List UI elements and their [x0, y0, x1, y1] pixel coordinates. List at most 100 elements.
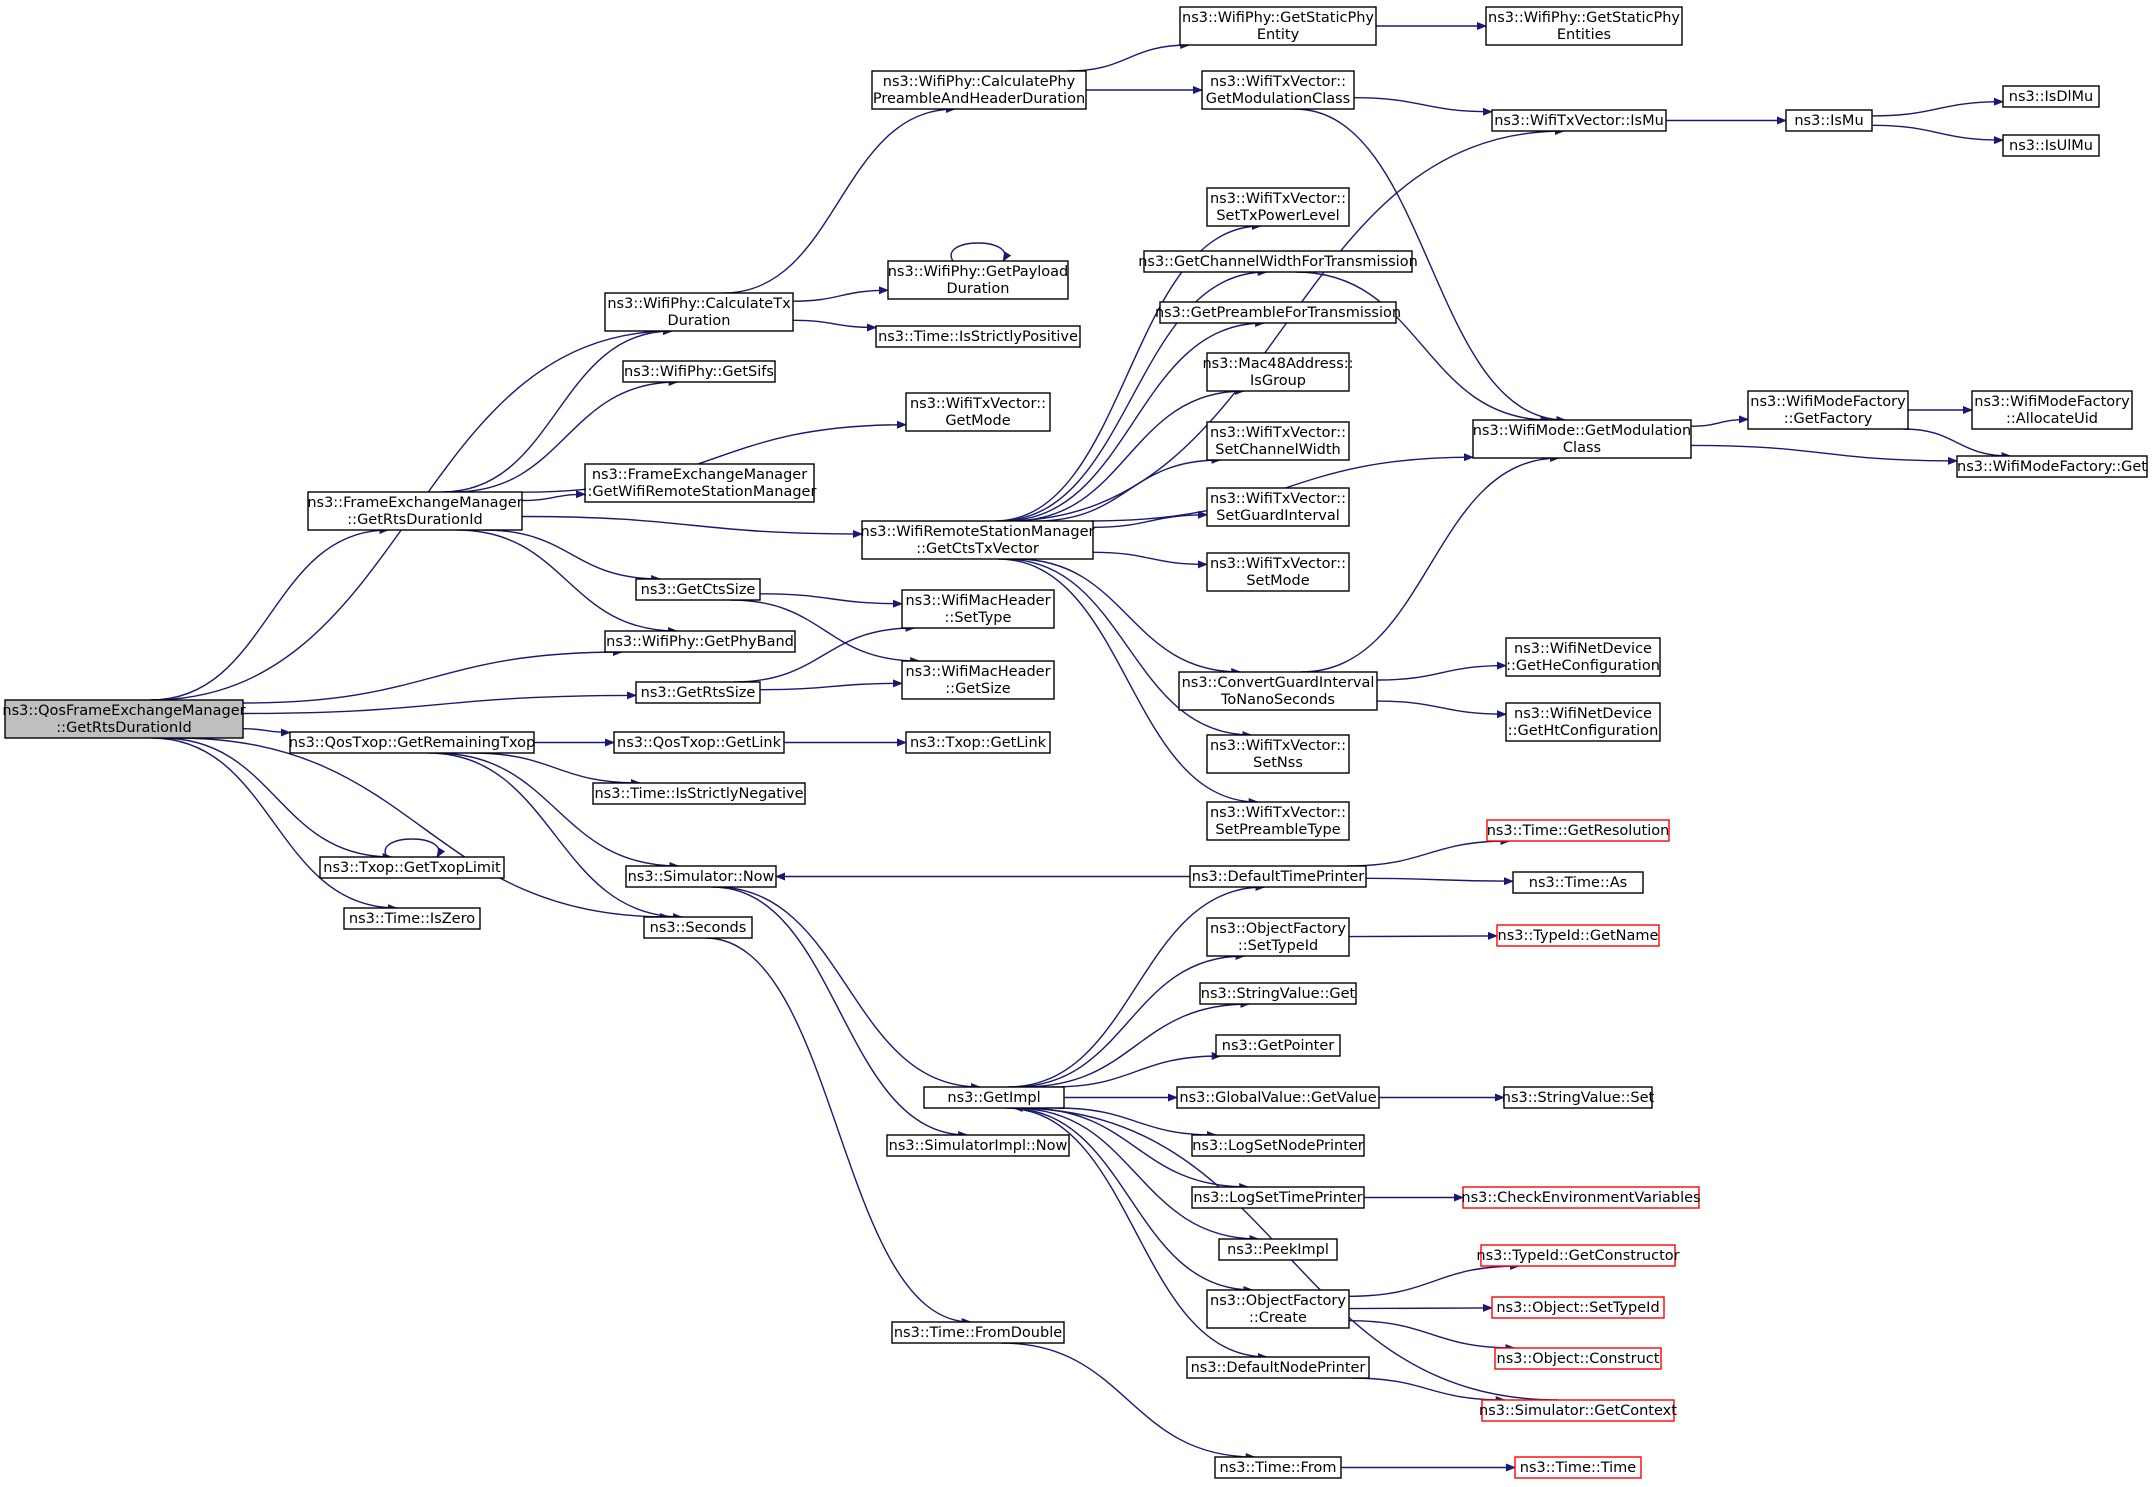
node-label: ns3::WifiMode::GetModulation — [1473, 423, 1692, 439]
node-label: ns3::IsMu — [1794, 113, 1863, 129]
node-ns3-getchannelwidthfortransmission[interactable]: ns3::GetChannelWidthForTransmission — [1138, 250, 1418, 273]
node-label: ns3::FrameExchangeManager — [307, 495, 522, 511]
node-ns3-object-construct[interactable]: ns3::Object::Construct — [1494, 1347, 1662, 1370]
node-box — [905, 731, 1051, 754]
node-ns3-qostxop-getremainingtxop[interactable]: ns3::QosTxop::GetRemainingTxop — [289, 731, 535, 754]
node-ns3-getpointer[interactable]: ns3::GetPointer — [1215, 1034, 1341, 1057]
node-ns3-wifitxvector-ismu[interactable]: ns3::WifiTxVector::IsMu — [1491, 109, 1667, 132]
node-ns3-time-isstrictlypositive[interactable]: ns3::Time::IsStrictlyPositive — [875, 325, 1081, 348]
node-ns3-seconds[interactable]: ns3::Seconds — [643, 916, 753, 939]
node-ns3-wifitxvector-setchannelwidth[interactable]: ns3::WifiTxVector::SetChannelWidth — [1206, 421, 1350, 461]
node-ns3-wifimacheader-getsize[interactable]: ns3::WifiMacHeader::GetSize — [901, 660, 1055, 700]
node-ns3-time-iszero[interactable]: ns3::Time::IsZero — [343, 907, 481, 930]
node-ns3-txop-getlink[interactable]: ns3::Txop::GetLink — [905, 731, 1051, 754]
node-ns3-wifinetdevice-getheconfiguration[interactable]: ns3::WifiNetDevice::GetHeConfiguration — [1505, 637, 1661, 677]
node-ns3-wifiphy-getphyband[interactable]: ns3::WifiPhy::GetPhyBand — [604, 630, 796, 653]
node-ns3-defaulttimeprinter[interactable]: ns3::DefaultTimePrinter — [1189, 865, 1367, 888]
node-ns3-wifimodefactory-get[interactable]: ns3::WifiModeFactory::Get — [1956, 455, 2148, 478]
node-ns3-wifinetdevice-gethtconfiguration[interactable]: ns3::WifiNetDevice::GetHtConfiguration — [1505, 702, 1661, 742]
node-label: ::Create — [1249, 1310, 1307, 1326]
node-ns3-mac48address-isgroup[interactable]: ns3::Mac48Address::IsGroup — [1202, 352, 1354, 392]
node-ns3-time-time[interactable]: ns3::Time::Time — [1514, 1456, 1642, 1479]
node-ns3-getctssize[interactable]: ns3::GetCtsSize — [635, 578, 761, 601]
node-label: ns3::WifiMacHeader — [905, 593, 1050, 609]
node-box — [1485, 6, 1683, 46]
node-box — [307, 491, 523, 531]
node-ns3-time-getresolution[interactable]: ns3::Time::GetResolution — [1486, 819, 1670, 842]
node-label: ns3::Simulator::Now — [628, 869, 775, 885]
node-box — [1179, 6, 1377, 46]
node-ns3-checkenvironmentvariables[interactable]: ns3::CheckEnvironmentVariables — [1461, 1186, 1701, 1209]
node-ns3-objectfactory-settypeid[interactable]: ns3::ObjectFactory::SetTypeId — [1206, 917, 1350, 957]
node-ns3-ismu[interactable]: ns3::IsMu — [1785, 109, 1873, 132]
node-ns3-wifitxvector-getmodulationclass[interactable]: ns3::WifiTxVector::GetModulationClass — [1201, 70, 1355, 110]
node-ns3-time-as[interactable]: ns3::Time::As — [1512, 871, 1644, 894]
node-ns3-wifitxvector-getmode[interactable]: ns3::WifiTxVector::GetMode — [905, 392, 1051, 432]
node-ns3-time-isstrictlynegative[interactable]: ns3::Time::IsStrictlyNegative — [592, 782, 806, 805]
node-ns3-objectfactory-create[interactable]: ns3::ObjectFactory::Create — [1206, 1289, 1350, 1329]
node-ns3-wifitxvector-settxpowerlevel[interactable]: ns3::WifiTxVector::SetTxPowerLevel — [1206, 187, 1350, 227]
edge-root-to-getRtsSize — [242, 691, 637, 715]
node-label: ns3::IsDlMu — [2009, 89, 2093, 105]
node-label: ns3::QosTxop::GetLink — [617, 735, 782, 751]
node-ns3-globalvalue-getvalue[interactable]: ns3::GlobalValue::GetValue — [1176, 1086, 1380, 1109]
node-ns3-wifimodefactory-allocateuid[interactable]: ns3::WifiModeFactory::AllocateUid — [1971, 390, 2133, 430]
node-ns3-frameexchangemanager-getrtsdurationid[interactable]: ns3::FrameExchangeManager::GetRtsDuratio… — [307, 491, 523, 531]
node-label: ::GetRtsDurationId — [347, 512, 482, 528]
node-label: ns3::LogSetNodePrinter — [1192, 1138, 1364, 1154]
node-ns3-logsettimeprinter[interactable]: ns3::LogSetTimePrinter — [1191, 1186, 1365, 1209]
node-ns3-getpreamblefortransmission[interactable]: ns3::GetPreambleForTransmission — [1155, 301, 1401, 324]
node-ns3-logsetnodeprinter[interactable]: ns3::LogSetNodePrinter — [1191, 1134, 1365, 1157]
node-ns3-qosframeexchangemanager-getrtsdurationid[interactable]: ns3::QosFrameExchangeManager::GetRtsDura… — [2, 699, 246, 739]
node-ns3-simulator-getcontext[interactable]: ns3::Simulator::GetContext — [1479, 1399, 1677, 1422]
edge-getChWidth-to-modeGetModClass — [1295, 271, 1551, 424]
node-ns3-wifiremotestationmanager-getctstxvector[interactable]: ns3::WifiRemoteStationManager::GetCtsTxV… — [861, 520, 1095, 560]
edge-fromDouble-to-timeFrom — [1001, 1342, 1256, 1461]
node-ns3-wifitxvector-setpreambletype[interactable]: ns3::WifiTxVector::SetPreambleType — [1206, 801, 1350, 841]
node-ns3-typeid-getconstructor[interactable]: ns3::TypeId::GetConstructor — [1476, 1244, 1680, 1267]
node-ns3-wifimodefactory-getfactory[interactable]: ns3::WifiModeFactory::GetFactory — [1747, 390, 1909, 430]
node-ns3-wifitxvector-setmode[interactable]: ns3::WifiTxVector::SetMode — [1206, 552, 1350, 592]
node-ns3-wifiphy-calculatephy-preambleandheaderduration[interactable]: ns3::WifiPhy::CalculatePhyPreambleAndHea… — [871, 70, 1087, 110]
node-ns3-peekimpl[interactable]: ns3::PeekImpl — [1218, 1238, 1338, 1261]
node-ns3-wifitxvector-setguardinterval[interactable]: ns3::WifiTxVector::SetGuardInterval — [1206, 487, 1350, 527]
node-label: ns3::WifiPhy::GetPhyBand — [606, 634, 794, 650]
node-ns3-wifimacheader-settype[interactable]: ns3::WifiMacHeader::SetType — [901, 589, 1055, 629]
node-ns3-stringvalue-get[interactable]: ns3::StringValue::Get — [1199, 982, 1357, 1005]
node-ns3-wifimode-getmodulation-class[interactable]: ns3::WifiMode::GetModulationClass — [1472, 419, 1692, 459]
node-label: ns3::WifiTxVector:: — [1210, 191, 1346, 207]
node-box — [1505, 702, 1661, 742]
node-ns3-object-settypeid[interactable]: ns3::Object::SetTypeId — [1491, 1296, 1665, 1319]
edge-getCtsTxv-to-setGuard — [1092, 510, 1208, 528]
edge-ofCreate-to-getConstructor — [1348, 1262, 1521, 1297]
node-ns3-frameexchangemanager-getwifiremotestationmanager[interactable]: ns3::FrameExchangeManager::GetWifiRemote… — [583, 463, 817, 503]
node-ns3-getrtssize[interactable]: ns3::GetRtsSize — [635, 681, 761, 704]
node-ns3-getimpl[interactable]: ns3::GetImpl — [923, 1086, 1065, 1109]
node-ns3-wifitxvector-setnss[interactable]: ns3::WifiTxVector::SetNss — [1206, 734, 1350, 774]
node-ns3-time-from[interactable]: ns3::Time::From — [1214, 1456, 1342, 1479]
node-box — [871, 70, 1087, 110]
node-ns3-txop-gettxoplimit[interactable]: ns3::Txop::GetTxopLimit — [319, 856, 505, 879]
node-ns3-defaultnodeprinter[interactable]: ns3::DefaultNodePrinter — [1186, 1356, 1370, 1379]
node-ns3-typeid-getname[interactable]: ns3::TypeId::GetName — [1496, 924, 1660, 947]
node-label: ns3::SimulatorImpl::Now — [889, 1138, 1068, 1154]
node-ns3-stringvalue-set[interactable]: ns3::StringValue::Set — [1502, 1086, 1655, 1109]
node-box — [1472, 419, 1692, 459]
edge-getImpl-to-logNode — [1056, 1107, 1217, 1139]
node-ns3-simulator-now[interactable]: ns3::Simulator::Now — [625, 865, 777, 888]
node-box — [635, 681, 761, 704]
node-ns3-isdlmu[interactable]: ns3::IsDlMu — [2002, 85, 2100, 108]
node-box — [1486, 819, 1670, 842]
node-ns3-isulmu[interactable]: ns3::IsUlMu — [2002, 134, 2100, 157]
node-ns3-qostxop-getlink[interactable]: ns3::QosTxop::GetLink — [613, 731, 785, 754]
edge-femRts-to-calcTx — [442, 327, 673, 493]
node-ns3-simulatorimpl-now[interactable]: ns3::SimulatorImpl::Now — [886, 1134, 1070, 1157]
edge-convGuard-to-getHtConf — [1376, 700, 1507, 719]
node-ns3-time-fromdouble[interactable]: ns3::Time::FromDouble — [891, 1321, 1065, 1344]
node-ns3-wifiphy-getsifs[interactable]: ns3::WifiPhy::GetSifs — [622, 360, 776, 383]
